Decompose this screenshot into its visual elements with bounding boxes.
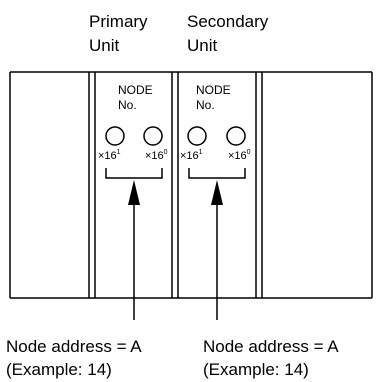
primary-arrow xyxy=(128,180,140,320)
rack-frame xyxy=(9,71,373,299)
primary-unit-header-line2: Unit xyxy=(89,36,120,55)
secondary-caption-line1: Node address = A xyxy=(203,337,339,356)
secondary-node-label-line1: NODE xyxy=(196,83,231,97)
secondary-arrow-head xyxy=(211,180,223,205)
secondary-unit-header-line2: Unit xyxy=(187,36,218,55)
primary-arrow-head xyxy=(128,180,140,205)
primary-caption-line1: Node address = A xyxy=(6,337,142,356)
primary-dial-right-label: ×160 xyxy=(145,149,168,162)
secondary-unit-panel: NODE No. ×161 ×160 xyxy=(180,83,251,179)
primary-switch-bracket xyxy=(105,168,163,179)
secondary-switch-bracket xyxy=(188,168,246,179)
primary-rotary-switch-x16-1[interactable] xyxy=(105,126,125,146)
primary-caption-line2: (Example: 14) xyxy=(6,360,112,379)
secondary-node-label-line2: No. xyxy=(196,98,215,112)
secondary-unit-header-line1: Secondary xyxy=(187,12,269,31)
primary-node-label-line1: NODE xyxy=(118,83,153,97)
secondary-caption-line2: (Example: 14) xyxy=(203,360,309,379)
secondary-arrow xyxy=(211,180,223,320)
primary-unit-header-line1: Primary xyxy=(89,12,148,31)
secondary-dial-left-label: ×161 xyxy=(180,149,203,162)
primary-rotary-switch-x16-0[interactable] xyxy=(143,126,163,146)
primary-dial-left-label: ×161 xyxy=(98,149,121,162)
secondary-rotary-switch-x16-0[interactable] xyxy=(226,126,246,146)
secondary-rotary-switch-x16-1[interactable] xyxy=(187,126,207,146)
primary-unit-panel: NODE No. ×161 ×160 xyxy=(98,83,168,179)
secondary-dial-right-label: ×160 xyxy=(228,149,251,162)
primary-node-label-line2: No. xyxy=(118,98,137,112)
